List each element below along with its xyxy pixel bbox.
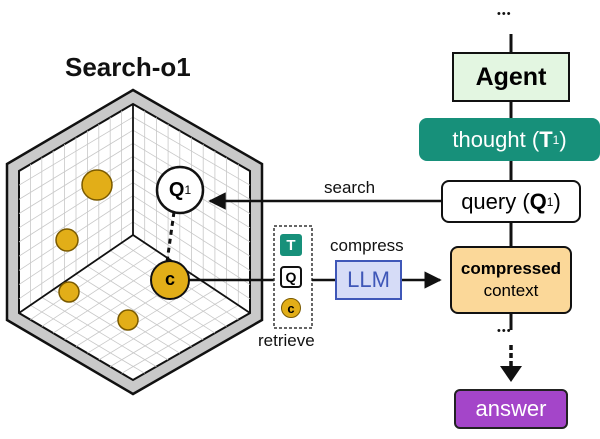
- query-node-symbol: Q: [168, 178, 185, 201]
- thought-symbol: T: [539, 126, 553, 152]
- cube-edge: [18, 233, 251, 314]
- document-node: [81, 169, 113, 201]
- compressed-rest-label: context: [483, 281, 539, 300]
- grid-line: [132, 208, 251, 285]
- grid-line: [87, 265, 204, 341]
- compressed-bold-label: compressed: [460, 259, 562, 278]
- grid-line: [109, 297, 227, 367]
- grid-line: [121, 304, 239, 374]
- grid-line: [18, 182, 134, 257]
- grid-line: [98, 289, 216, 361]
- grid-line: [18, 169, 134, 243]
- query-symbol: Q: [529, 188, 547, 214]
- answer-box: answer: [454, 389, 568, 429]
- query-close: ): [553, 188, 561, 214]
- grid-line: [132, 221, 251, 300]
- diagram-title: Search-o1: [65, 52, 191, 82]
- llm-box: LLM: [335, 260, 402, 300]
- legend-doc: c: [281, 298, 301, 318]
- legend-query: Q: [280, 266, 302, 288]
- thought-close: ): [559, 126, 567, 152]
- bottom-ellipsis: •••: [497, 325, 512, 337]
- compressed-doc-label: c: [164, 268, 175, 289]
- query-label: query (: [461, 188, 530, 214]
- query-sub: 1: [546, 194, 554, 209]
- document-node: [117, 309, 139, 331]
- document-node: [55, 228, 79, 252]
- legend-thought: T: [280, 234, 302, 256]
- grid-line: [98, 258, 216, 334]
- agent-box: Agent: [452, 52, 570, 102]
- grid-line: [132, 182, 251, 257]
- thought-label: thought (: [452, 126, 540, 152]
- query-node: [155, 165, 205, 215]
- top-ellipsis: •••: [497, 8, 512, 20]
- document-node: [58, 281, 80, 303]
- grid-line: [132, 195, 251, 271]
- answer-label: answer: [475, 396, 547, 421]
- retrieve-label: retrieve: [258, 331, 315, 350]
- thought-sub: 1: [552, 132, 560, 147]
- answer-arrow-head: [500, 366, 522, 382]
- compressed-context-box: compressed context: [450, 246, 572, 314]
- agent-label: Agent: [475, 62, 547, 91]
- search-label: search: [324, 178, 376, 197]
- llm-label: LLM: [347, 267, 390, 292]
- grid-line: [18, 221, 134, 300]
- query-node-sub: 1: [184, 183, 192, 197]
- compress-label: compress: [330, 236, 404, 255]
